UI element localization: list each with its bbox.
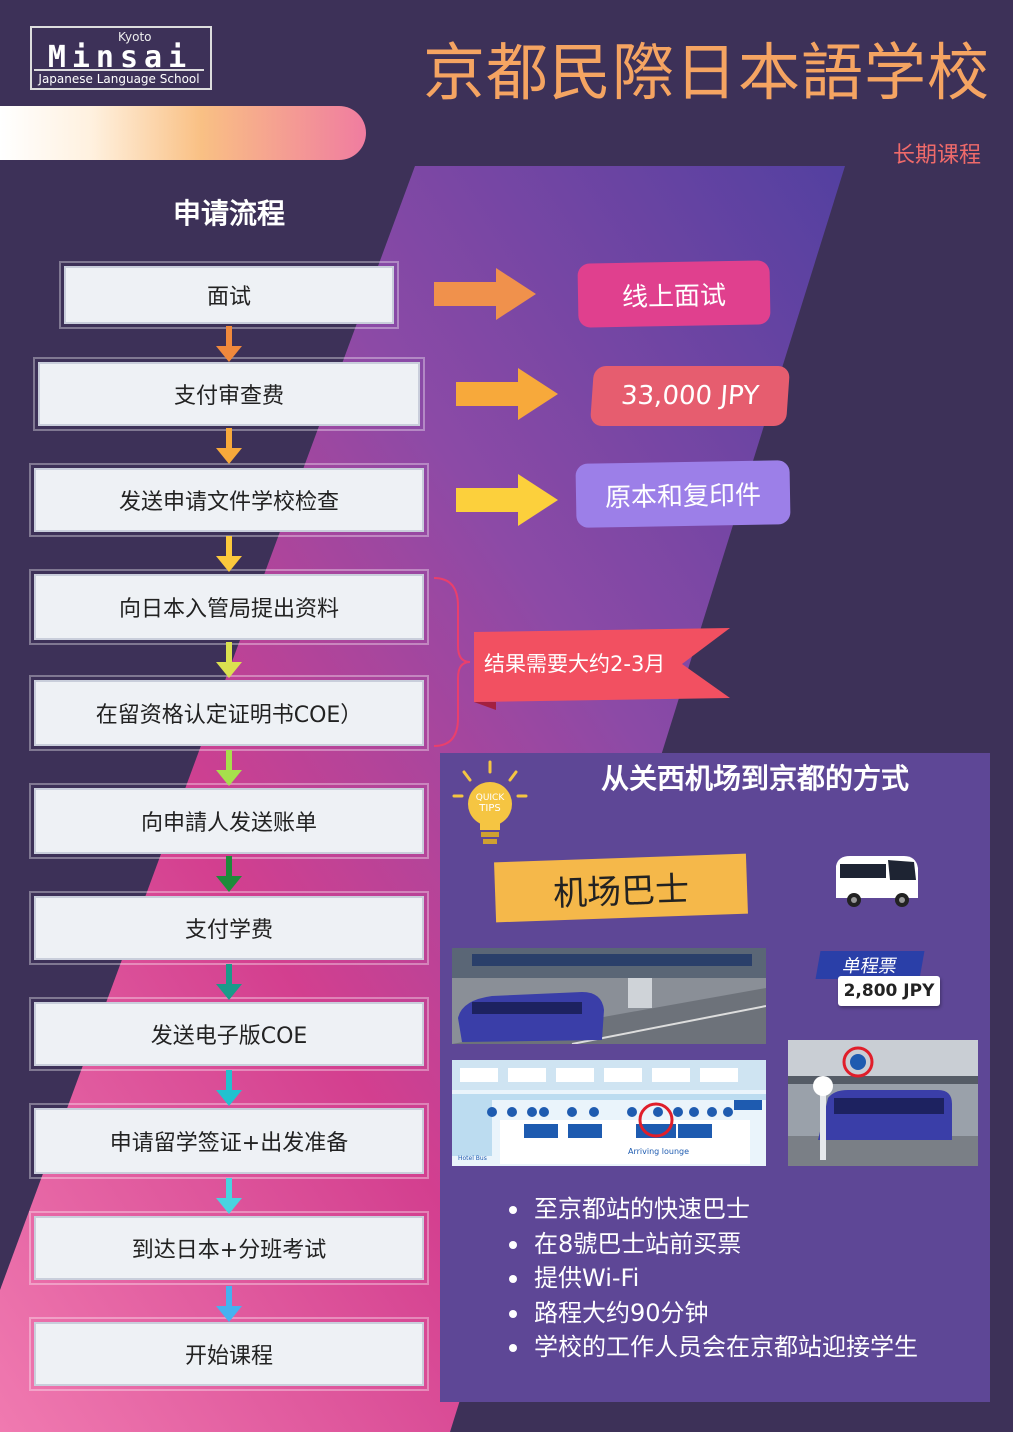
page-title: 京都民際日本語学校 [422, 36, 990, 109]
transport-mode: 机场巴士 [552, 869, 690, 914]
result-note: 结果需要大约2-3月 [484, 652, 666, 676]
step-submit-immigration: 向日本入管局提出资料 [29, 569, 429, 645]
step-label: 在留资格认定证明书COE） [95, 703, 363, 728]
arrow-down-icon [216, 964, 242, 1000]
arrow-down-icon [216, 326, 242, 362]
step-send-invoice: 向申請人发送账单 [29, 783, 429, 859]
note-label: 原本和复印件 [604, 480, 762, 513]
terminal-map: Arriving lounge Hotel Bus [452, 1060, 766, 1166]
bracket-icon [433, 577, 471, 747]
bus-terminal-photo [452, 948, 766, 1044]
ticket-price: 2,800 JPY [843, 981, 935, 1001]
step-arrive-placement: 到达日本+分班考试 [29, 1211, 429, 1285]
quick-tips-line2: TIPS [478, 803, 500, 814]
quick-tips-line1: QUICK [476, 793, 506, 803]
result-ribbon [474, 628, 730, 710]
process-heading: 申请流程 [172, 197, 285, 230]
arrow-down-icon [216, 750, 242, 786]
list-item: 在8號巴士站前买票 [506, 1227, 976, 1262]
step-send-documents: 发送申请文件学校检查 [29, 463, 429, 537]
step-label: 发送电子版COE [150, 1024, 308, 1049]
note-label: 线上面试 [621, 280, 727, 313]
step-label: 向申請人发送账单 [140, 811, 317, 836]
step-label: 支付学费 [184, 918, 273, 943]
logo-subtitle: Japanese Language School [34, 69, 204, 86]
airport-info-list: 至京都站的快速巴士 在8號巴士站前买票 提供Wi-Fi 路程大约90分钟 学校的… [506, 1192, 976, 1365]
ticket-type-badge: 单程票 [815, 951, 925, 979]
airport-heading: 从关西机场到京都的方式 [600, 762, 909, 795]
arrow-down-icon [216, 1070, 242, 1106]
decorative-gradient-bar [0, 106, 366, 160]
list-item: 路程大约90分钟 [506, 1296, 976, 1331]
lightbulb-icon: QUICK TIPS [452, 760, 528, 844]
step-start-course: 开始课程 [29, 1317, 429, 1391]
step-label: 支付审查费 [173, 384, 284, 409]
arrow-down-icon [216, 428, 242, 464]
step-label: 开始课程 [184, 1344, 273, 1369]
map-lounge-label: Arriving lounge [628, 1147, 689, 1156]
step-label: 申请留学签证+出发准备 [109, 1131, 349, 1156]
page-subtitle: 长期课程 [892, 143, 981, 168]
arrow-down-icon [216, 1286, 242, 1322]
arrow-right-icon [434, 268, 536, 320]
note-label: 33,000 JPY [619, 381, 761, 411]
arrow-down-icon [216, 1178, 242, 1214]
note-review-fee: 33,000 JPY [589, 366, 791, 426]
note-originals-copies: 原本和复印件 [575, 460, 791, 528]
list-item: 学校的工作人员会在京都站迎接学生 [506, 1330, 976, 1365]
step-send-ecoe: 发送电子版COE [29, 997, 429, 1071]
step-interview: 面试 [59, 261, 399, 329]
step-pay-review-fee: 支付审查费 [33, 357, 425, 431]
step-label: 面试 [206, 285, 251, 310]
step-pay-tuition: 支付学费 [29, 891, 429, 965]
step-visa-preparation: 申请留学签证+出发准备 [29, 1103, 429, 1179]
step-label: 发送申请文件学校检查 [118, 490, 339, 515]
ticket-price-badge: 2,800 JPY [838, 976, 940, 1006]
step-label: 到达日本+分班考试 [131, 1238, 327, 1263]
school-logo: Kyoto Minsai Japanese Language School [30, 26, 212, 90]
arrow-right-icon [456, 474, 558, 526]
arrow-down-icon [216, 536, 242, 572]
bus-stop-photo [788, 1040, 978, 1166]
step-label: 向日本入管局提出资料 [118, 597, 339, 622]
arrow-down-icon [216, 642, 242, 678]
ticket-type: 单程票 [840, 956, 899, 977]
arrow-right-icon [456, 368, 558, 420]
map-hotel-bus-label: Hotel Bus [458, 1155, 487, 1162]
note-online-interview: 线上面试 [577, 260, 771, 328]
airport-bus-label: 机场巴士 [494, 853, 748, 923]
logo-city: Kyoto [118, 30, 152, 44]
list-item: 提供Wi-Fi [506, 1261, 976, 1296]
bus-icon [836, 856, 918, 907]
list-item: 至京都站的快速巴士 [506, 1192, 976, 1227]
arrow-down-icon [216, 856, 242, 892]
step-coe: 在留资格认定证明书COE） [29, 675, 429, 751]
